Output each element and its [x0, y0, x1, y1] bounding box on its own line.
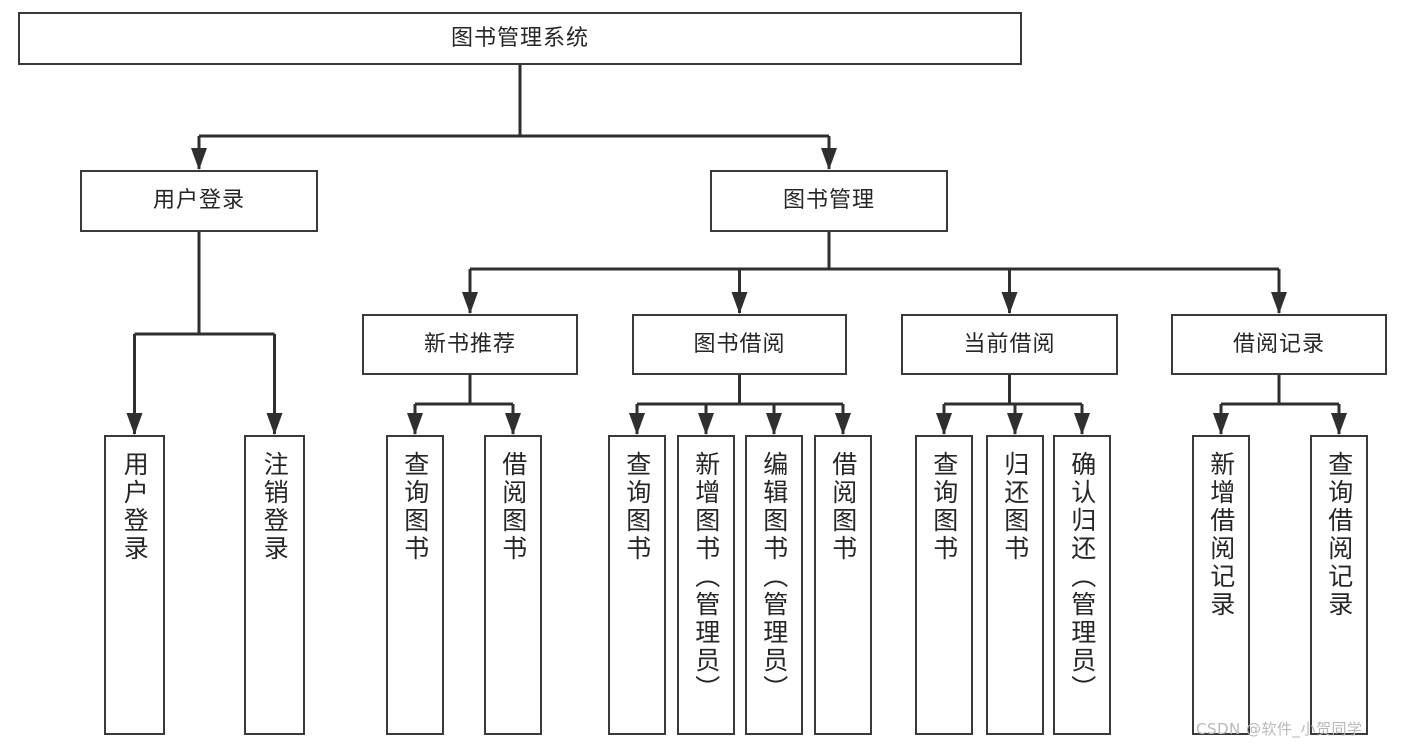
arrowhead-leaf-bk-edit	[766, 413, 782, 435]
node-leaf-bk-edit[interactable]: 编辑图书（管理员）	[745, 435, 803, 735]
node-leaf-nb-query[interactable]: 查询图书	[386, 435, 444, 735]
arrowhead-leaf-user-logout	[266, 413, 283, 435]
node-leaf-rec-query[interactable]: 查询借阅记录	[1310, 435, 1368, 735]
arrowhead-leaf-bk-add	[698, 413, 714, 435]
node-current[interactable]: 当前借阅	[901, 314, 1118, 375]
arrowhead-current	[1001, 292, 1018, 314]
arrowhead-newbook	[462, 292, 478, 314]
node-label: 新增借阅记录	[1206, 451, 1236, 619]
node-leaf-cur-query[interactable]: 查询图书	[915, 435, 973, 735]
node-label: 归还图书	[1000, 451, 1030, 563]
node-leaf-cur-confirm[interactable]: 确认归还（管理员）	[1053, 435, 1111, 735]
node-newbook[interactable]: 新书推荐	[362, 314, 578, 375]
node-leaf-bk-add[interactable]: 新增图书（管理员）	[677, 435, 735, 735]
arrowhead-leaf-user-login	[126, 413, 143, 435]
arrowhead-leaf-cur-query	[936, 413, 952, 435]
node-label: 查询图书	[622, 451, 652, 563]
arrowhead-login	[191, 148, 207, 170]
node-root[interactable]: 图书管理系统	[18, 12, 1022, 65]
node-leaf-user-login[interactable]: 用户登录	[104, 435, 165, 735]
node-label: 图书管理	[782, 188, 875, 214]
node-leaf-user-logout[interactable]: 注销登录	[244, 435, 305, 735]
node-label: 查询图书	[929, 451, 959, 563]
node-label: 借阅图书	[828, 451, 858, 563]
node-label: 图书借阅	[693, 331, 786, 357]
node-leaf-bk-query[interactable]: 查询图书	[608, 435, 666, 735]
node-label: 图书管理系统	[450, 25, 589, 51]
node-leaf-nb-borrow[interactable]: 借阅图书	[484, 435, 542, 735]
node-login[interactable]: 用户登录	[80, 170, 318, 232]
node-label: 确认归还（管理员）	[1067, 451, 1097, 703]
node-label: 新增图书（管理员）	[691, 451, 721, 703]
arrowhead-leaf-rec-add	[1213, 413, 1229, 435]
arrowhead-leaf-bk-query	[629, 413, 645, 435]
node-borrow[interactable]: 图书借阅	[632, 314, 847, 375]
node-label: 查询图书	[400, 451, 430, 563]
node-label: 用户登录	[120, 451, 150, 563]
node-bookmgmt[interactable]: 图书管理	[710, 170, 948, 232]
arrowhead-borrow	[731, 292, 748, 314]
arrowhead-leaf-rec-query	[1331, 413, 1347, 435]
node-label: 新书推荐	[423, 331, 516, 357]
node-leaf-cur-return[interactable]: 归还图书	[986, 435, 1044, 735]
node-records[interactable]: 借阅记录	[1171, 314, 1387, 375]
node-label: 查询借阅记录	[1324, 451, 1354, 619]
arrowhead-leaf-nb-query	[407, 413, 423, 435]
node-leaf-bk-borrow[interactable]: 借阅图书	[814, 435, 872, 735]
arrowhead-leaf-cur-confirm	[1074, 413, 1090, 435]
arrowhead-bookmgmt	[821, 148, 837, 170]
node-label: 注销登录	[260, 451, 290, 563]
arrowhead-leaf-cur-return	[1007, 413, 1023, 435]
arrowhead-leaf-nb-borrow	[505, 413, 521, 435]
node-label: 用户登录	[152, 188, 245, 214]
arrowhead-leaf-bk-borrow	[835, 413, 851, 435]
arrowhead-records	[1271, 292, 1287, 314]
node-label: 当前借阅	[963, 331, 1056, 357]
node-label: 编辑图书（管理员）	[759, 451, 789, 703]
node-leaf-rec-add[interactable]: 新增借阅记录	[1192, 435, 1250, 735]
node-label: 借阅记录	[1232, 331, 1325, 357]
node-label: 借阅图书	[498, 451, 528, 563]
